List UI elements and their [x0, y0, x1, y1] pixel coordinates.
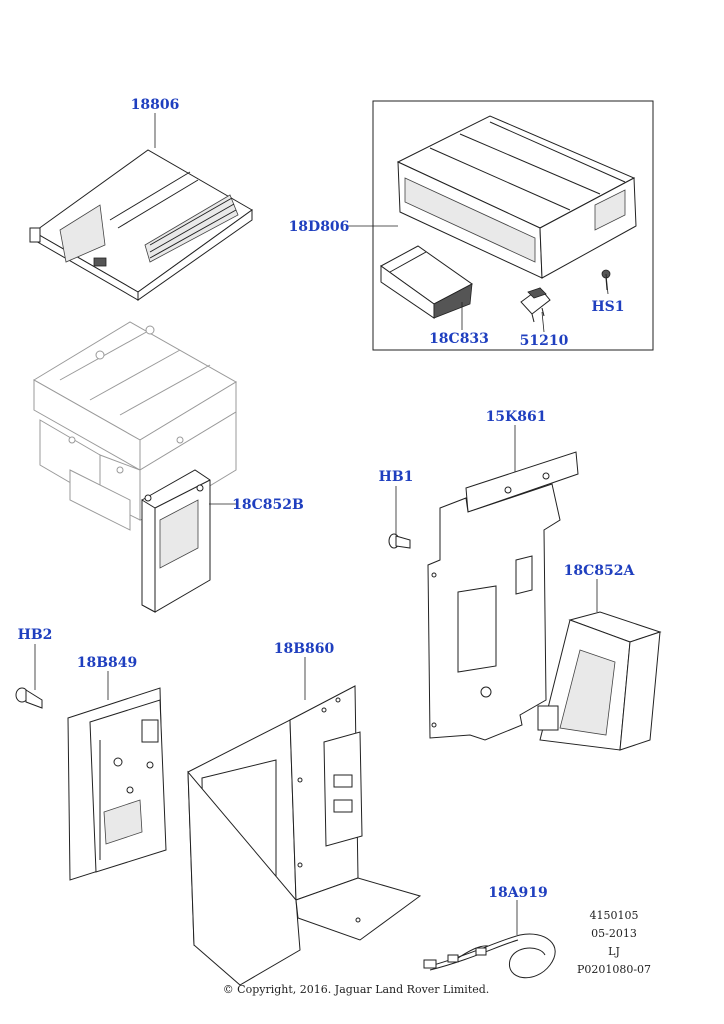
label-18C833[interactable]: 18C833	[429, 331, 489, 347]
part-18C833-magazine	[380, 245, 473, 319]
info-ref: P0201080-07	[576, 963, 652, 976]
label-HB1[interactable]: HB1	[378, 469, 414, 485]
part-18C852A-module	[537, 611, 662, 751]
part-15K861-bracket	[427, 451, 579, 741]
part-18A919-harness	[423, 933, 556, 979]
label-18B860[interactable]: 18B860	[273, 641, 335, 657]
label-18806[interactable]: 18806	[130, 97, 180, 113]
label-18C852A[interactable]: 18C852A	[563, 563, 635, 579]
part-51210-fuse	[520, 287, 551, 323]
label-HS1[interactable]: HS1	[591, 299, 625, 315]
part-18806-module	[29, 149, 253, 301]
label-18A919[interactable]: 18A919	[488, 885, 548, 901]
part-18D806-changer	[396, 115, 637, 279]
info-code: 4150105	[589, 909, 639, 922]
inset-frame	[372, 100, 654, 351]
part-18B860-bracket	[187, 685, 422, 986]
label-HB2[interactable]: HB2	[17, 627, 53, 643]
part-HB1-bolt	[388, 533, 411, 549]
part-18C852B-module	[141, 469, 211, 613]
label-15K861[interactable]: 15K861	[485, 409, 547, 425]
copyright-notice: © Copyright, 2016. Jaguar Land Rover Lim…	[222, 983, 490, 996]
label-51210[interactable]: 51210	[519, 333, 569, 349]
label-18B849[interactable]: 18B849	[76, 655, 138, 671]
part-18B849-module	[67, 687, 167, 881]
leader-lines	[34, 113, 609, 935]
label-18D806[interactable]: 18D806	[288, 219, 350, 235]
label-18C852B[interactable]: 18C852B	[232, 497, 304, 513]
info-date: 05-2013	[591, 927, 637, 940]
part-HS1-screw	[601, 269, 611, 291]
info-initials: LJ	[608, 945, 620, 958]
part-HB2-bolt	[15, 687, 43, 709]
